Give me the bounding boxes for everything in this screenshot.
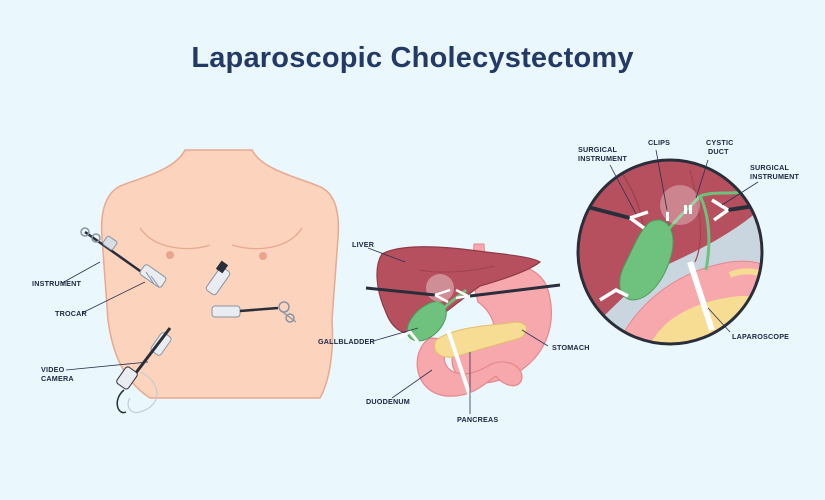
nipple-left	[166, 251, 174, 259]
label-duodenum: DUODENUM	[366, 397, 410, 406]
label-gallbladder: GALLBLADDER	[318, 337, 376, 346]
label-clips: CLIPS	[648, 138, 670, 147]
label-video-camera-line2: CAMERA	[41, 374, 74, 383]
organ-laparoscope	[446, 329, 472, 397]
instrument-tool	[80, 227, 151, 280]
organ-instrument-right	[469, 283, 561, 298]
chest-line-left	[139, 227, 211, 250]
zoom-laparoscope	[687, 261, 715, 331]
organs-illustration: LIVER GALLBLADDER DUODENUM PANCREAS STOM…	[318, 240, 590, 424]
port-right-instrument	[211, 301, 297, 323]
page-title: Laparoscopic Cholecystectomy	[191, 42, 634, 74]
label-pancreas: PANCREAS	[457, 415, 498, 424]
pancreas-shape	[434, 321, 527, 358]
nipple-right	[259, 252, 267, 260]
label-stomach: STOMACH	[552, 343, 590, 352]
label-surgical-instrument-left-line1: SURGICAL	[578, 145, 618, 154]
label-laparoscope: LAPAROSCOPE	[732, 332, 789, 341]
port-upper-middle	[205, 260, 231, 296]
label-surgical-instrument-left-line2: INSTRUMENT	[578, 154, 628, 163]
zoom-gallbladder	[619, 219, 674, 301]
gallbladder-shape	[406, 301, 447, 342]
label-surgical-instrument-right-line1: SURGICAL	[750, 163, 790, 172]
label-cystic-duct-line1: CYSTIC	[706, 138, 734, 147]
video-camera-tool	[116, 327, 172, 414]
trocar-port	[139, 264, 167, 288]
torso-illustration: INSTRUMENT TROCAR VIDEO CAMERA	[32, 149, 340, 414]
label-video-camera-line1: VIDEO	[41, 365, 65, 374]
label-surgical-instrument-right-line2: INSTRUMENT	[750, 172, 800, 181]
organ-instrument-left	[365, 286, 436, 297]
label-liver: LIVER	[352, 240, 375, 249]
label-instrument: INSTRUMENT	[32, 279, 82, 288]
chest-line-right	[231, 227, 303, 250]
label-cystic-duct-line2: DUCT	[708, 147, 729, 156]
zoom-view: SURGICAL INSTRUMENT CLIPS CYSTIC DUCT SU…	[576, 138, 800, 346]
label-trocar: TROCAR	[55, 309, 88, 318]
